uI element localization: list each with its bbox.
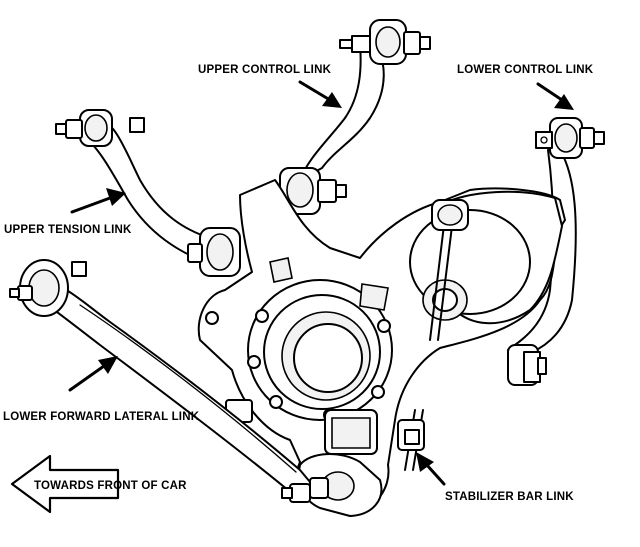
upper-control-link-label: UPPER CONTROL LINK: [198, 64, 332, 76]
arrow-pointer-lower-forward: [68, 356, 118, 392]
lower-control-link-label: LOWER CONTROL LINK: [457, 64, 594, 76]
upper-tension-link-label: UPPER TENSION LINK: [4, 224, 132, 236]
stabilizer-bar-link-label: STABILIZER BAR LINK: [445, 491, 574, 503]
arrow-pointer-stabilizer: [416, 452, 446, 486]
knuckle-assembly-part: [197, 179, 566, 517]
lower-forward-lateral-link-label: LOWER FORWARD LATERAL LINK: [3, 411, 200, 423]
stabilizer-bar-link-part: [397, 199, 469, 471]
arrow-pointer-lower-control: [536, 82, 574, 110]
arrow-left-outline-icon: [10, 454, 120, 514]
towards-front-label: TOWARDS FRONT OF CAR: [34, 480, 187, 492]
lower-forward-lateral-link-part: [9, 259, 329, 503]
arrow-pointer-upper-control: [298, 80, 342, 108]
upper-tension-link-part: [55, 109, 241, 277]
arrow-pointer-upper-tension: [70, 188, 126, 214]
upper-control-link-part: [279, 19, 431, 215]
